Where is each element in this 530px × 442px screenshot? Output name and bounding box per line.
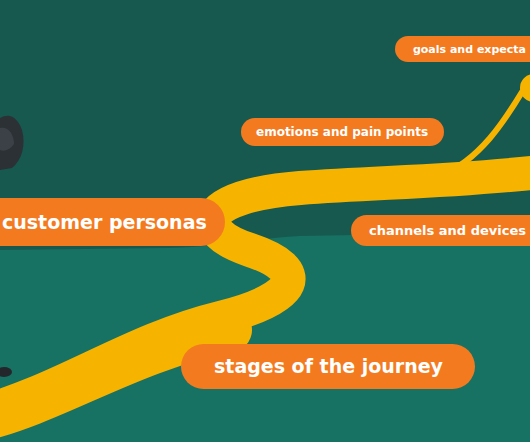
personas-pill: customer personas <box>0 198 225 246</box>
channels-pill: channels and devices <box>351 215 530 246</box>
road-branch <box>440 92 522 176</box>
pill-text: channels and devices <box>369 223 526 238</box>
pill-text: emotions and pain points <box>256 125 428 139</box>
goal-marker <box>520 74 530 102</box>
stages-pill: stages of the journey <box>181 344 475 389</box>
goals-pill: goals and expecta <box>395 36 530 62</box>
pill-text: customer personas <box>2 211 207 233</box>
pill-text: stages of the journey <box>214 355 443 377</box>
person-figure <box>0 116 24 377</box>
pill-text: goals and expecta <box>413 43 526 56</box>
emotions-pill: emotions and pain points <box>241 118 444 146</box>
